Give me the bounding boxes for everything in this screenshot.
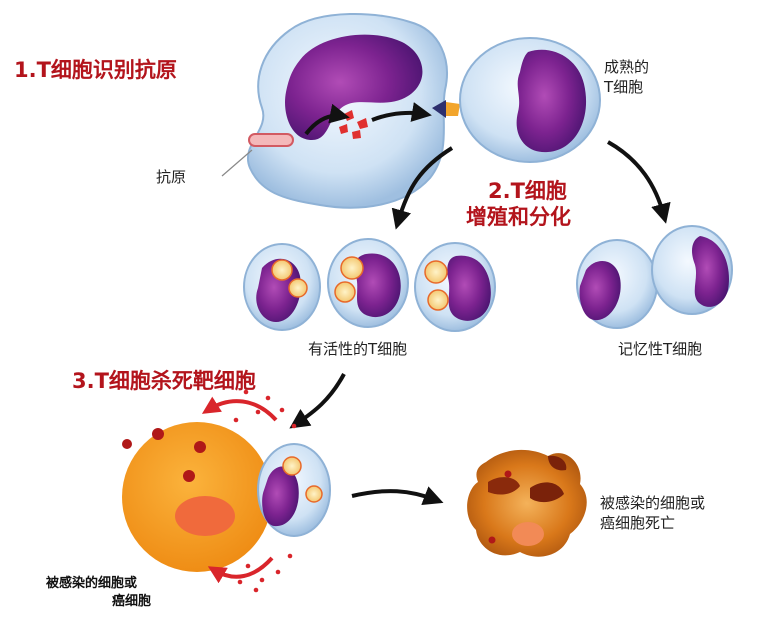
cytotoxic-release (201, 389, 297, 593)
infected-cell-label-line2: 癌细胞 (112, 594, 152, 609)
active-t-cell-label: 有活性的T细胞 (308, 340, 408, 358)
dead-cell (467, 449, 587, 557)
step3-label: 3.T细胞杀死靶细胞 (72, 369, 256, 393)
step2-label-line2: 增殖和分化 (466, 205, 571, 229)
target-cell (122, 422, 272, 572)
dead-cell-label-line1: 被感染的细胞或 (600, 494, 706, 512)
mature-t-cell-label-line2: T细胞 (604, 78, 644, 96)
arrow-to-death (351, 486, 444, 506)
infected-cell-label-line1: 被感染的细胞或 (46, 576, 138, 591)
mature-t-cell-label-line1: 成熟的 (604, 58, 650, 76)
memory-t-cell-1 (576, 239, 658, 329)
arrow-to-memory-cells (607, 140, 671, 224)
memory-t-cell-label: 记忆性T细胞 (618, 340, 703, 358)
dead-cell-label-line2: 癌细胞死亡 (600, 514, 676, 532)
mature-t-cell (459, 37, 601, 163)
presentation-arrow (371, 102, 432, 122)
arrow-to-active-cells (391, 146, 454, 230)
receptor-complex (432, 100, 460, 118)
killer-t-cell (257, 443, 331, 537)
arrow-to-killing (289, 373, 346, 429)
step2-label-line1: 2.T细胞 (488, 179, 567, 203)
memory-t-cell-2 (651, 225, 733, 315)
active-t-cell-1 (243, 243, 321, 331)
antigen-particle (221, 133, 294, 177)
active-t-cell-3 (414, 242, 496, 332)
active-t-cell-2 (327, 238, 409, 328)
step1-label: 1.T细胞识别抗原 (14, 58, 177, 82)
antigen-label: 抗原 (156, 168, 187, 186)
uptake-arrow (304, 103, 350, 136)
